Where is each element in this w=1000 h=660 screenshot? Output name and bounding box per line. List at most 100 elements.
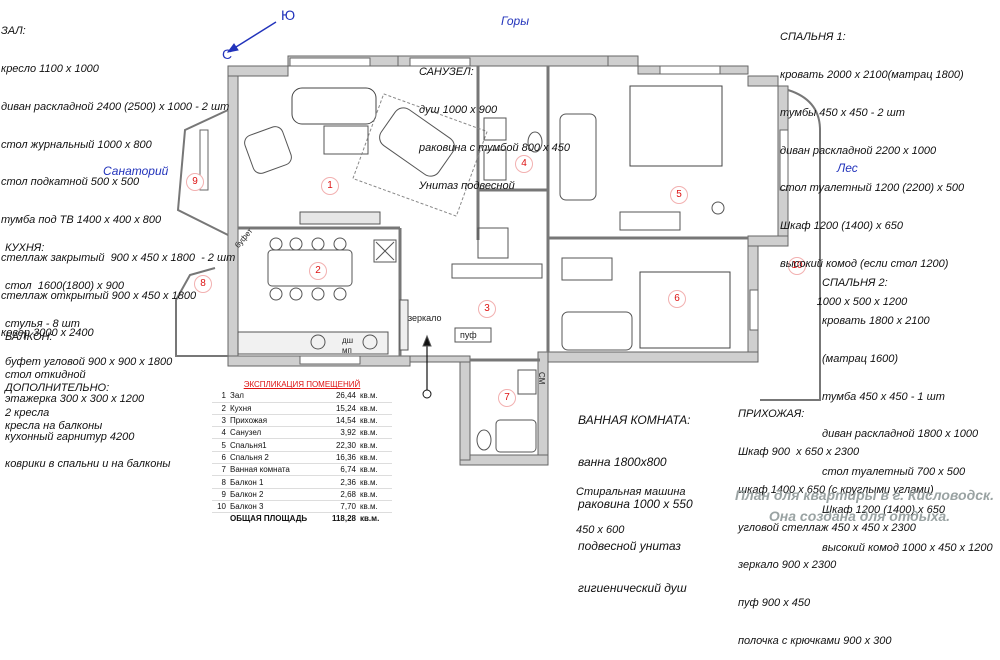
footer-line-1: План для квартиры в г. Кисловодск.: [734, 487, 994, 503]
view-mountains-label: Горы: [501, 14, 530, 28]
balcony-note: БАЛКОН: стол откидной 2 кресла: [5, 306, 86, 432]
hall-line: стол подкатной 500 х 500: [1, 176, 140, 189]
extra-line: кресла на балконы: [5, 419, 103, 432]
balcony-line: стол откидной: [5, 368, 86, 381]
room-number-10: 10: [788, 257, 806, 275]
balcony-2-outline: [176, 109, 229, 236]
compass-south-label: Ю: [281, 7, 296, 23]
bedroom1-line: тумбы 450 х 450 - 2 шт: [780, 106, 905, 119]
kitchen-line: этажерка 300 х 300 х 1200: [5, 393, 145, 406]
washer-note: Стиральная машина 450 х 600: [576, 461, 686, 549]
wall-top-1: [227, 65, 289, 77]
bedroom2-line: тумба 450 х 450 - 1 шт: [822, 390, 945, 403]
bathroom-heading: ВАННАЯ КОМНАТА:: [578, 413, 691, 427]
bedroom1-heading: СПАЛЬНЯ 1:: [780, 31, 846, 44]
extra-note: ДОПОЛНИТЕЛЬНО: кресла на балконы коврики…: [5, 357, 170, 483]
row-name: Ванная комната: [228, 463, 318, 477]
wall-bath-left: [459, 359, 471, 461]
bedroom2-line: кровать 1800 х 2100: [822, 314, 930, 327]
kitchen-line: буфет угловой 900 х 900 х 1800: [5, 355, 173, 368]
row-name: Зал: [228, 390, 318, 403]
room-number-9: 9: [186, 173, 204, 191]
bathroom-line: ванна 1800х800: [578, 455, 667, 469]
balcony-heading: БАЛКОН:: [5, 331, 53, 344]
compass-north-label: С: [222, 46, 233, 62]
extra-heading: ДОПОЛНИТЕЛЬНО:: [5, 382, 110, 395]
kitchen-line: стол 1600(1800) х 900: [5, 279, 124, 292]
row-area: 3,92: [318, 426, 358, 440]
wall-right-2: [747, 235, 789, 247]
row-number: 9: [212, 488, 228, 501]
wall-entry: [409, 355, 471, 363]
row-number: 1: [212, 390, 228, 403]
kitchen-line: стулья - 8 шт: [5, 317, 80, 330]
row-number: 7: [212, 463, 228, 477]
bathroom-line: гигиенический душ: [578, 581, 687, 595]
room-number-2: 2: [309, 262, 327, 280]
row-unit: кв.м.: [358, 390, 392, 403]
row-name: Санузел: [228, 426, 318, 440]
bedroom2-line: (матрац 1600): [822, 352, 899, 365]
row-unit: кв.м.: [358, 438, 392, 452]
hallway-line: полочка с крючками 900 х 300: [738, 634, 892, 647]
row-name: Кухня: [228, 402, 318, 415]
bedroom2-line: Шкаф 1200 (1400) х 650: [822, 503, 945, 516]
row-area: 16,36: [318, 451, 358, 465]
washer-label: СМ: [537, 372, 546, 385]
hallway-line: пуф 900 х 450: [738, 597, 811, 610]
bathroom-small-line: душ 1000 х 900: [419, 103, 498, 116]
row-name: Балкон 2: [228, 488, 318, 501]
washer-line: 450 х 600: [576, 523, 625, 536]
bathroom-small-line: раковина с тумбой 800 х 450: [419, 141, 570, 154]
footer-line-2: Она создана для отдыха.: [768, 508, 950, 524]
row-number: 4: [212, 426, 228, 440]
room-number-1: 1: [321, 177, 339, 195]
row-name: Балкон 3: [228, 500, 318, 514]
hall-line: ковер 3000 х 2400: [1, 327, 94, 340]
hall-note: ЗАЛ: кресло 1100 х 1000 диван раскладной…: [1, 0, 235, 353]
bedroom1-line: стол туалетный 1200 (2200) х 500: [780, 182, 965, 195]
mirror-label: зеркало: [408, 313, 442, 323]
kitchen-heading: КУХНЯ:: [5, 242, 45, 255]
hall-line: кресло 1100 х 1000: [1, 62, 99, 75]
washer-line: Стиральная машина: [576, 486, 686, 499]
balcony-line: 2 кресла: [5, 406, 50, 419]
hallway-line: шкаф 1400 х 650 (с круглыми углами): [738, 483, 934, 496]
row-unit: кв.м.: [358, 402, 392, 415]
extra-line: коврики в спальни и на балконы: [5, 457, 171, 470]
bathroom-small-line: Унитаз подвесной: [419, 179, 515, 192]
row-area: 6,74: [318, 463, 358, 477]
room-number-5: 5: [670, 186, 688, 204]
row-area: 22,30: [318, 438, 358, 452]
row-number: 5: [212, 438, 228, 452]
pouf-label: пуф: [460, 330, 477, 340]
total-area: 118,28: [331, 514, 356, 524]
bathroom-small-heading: САНУЗЕЛ:: [419, 66, 474, 79]
hall-line: стеллаж открытый 900 х 450 х 1800: [1, 289, 197, 302]
total-unit: кв.м.: [360, 514, 380, 524]
row-unit: кв.м.: [358, 463, 392, 477]
hall-line: стол журнальный 1000 х 800: [1, 138, 152, 151]
row-unit: кв.м.: [358, 426, 392, 440]
dishwasher-label-1: дш: [342, 336, 354, 345]
dishwasher-label-2: мп: [342, 346, 352, 355]
row-number: 6: [212, 451, 228, 465]
bathroom-line: раковина 1000 х 550: [578, 497, 693, 511]
row-number: 10: [212, 500, 228, 514]
bathroom-small-note: САНУЗЕЛ: душ 1000 х 900 раковина с тумбо…: [419, 41, 570, 205]
view-sanatorium-label: Санаторий: [103, 164, 169, 178]
room-number-4: 4: [515, 155, 533, 173]
room-number-6: 6: [668, 290, 686, 308]
bedroom2-line: диван раскладной 1800 х 1000: [822, 428, 979, 441]
total-row: ОБЩАЯ ПЛОЩАДЬ 118,28 кв.м.: [212, 513, 392, 525]
hallway-line: зеркало 900 х 2300: [738, 559, 837, 572]
total-label: ОБЩАЯ ПЛОЩАДЬ: [230, 514, 308, 524]
